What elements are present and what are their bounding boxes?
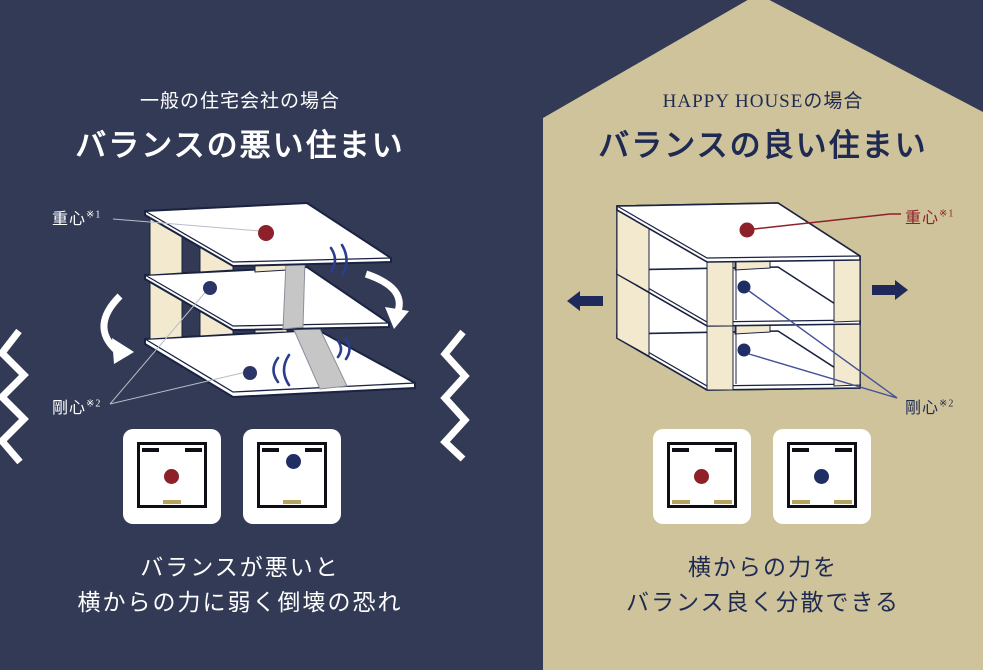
floor-plan	[137, 442, 207, 508]
balanced-structure-diagram	[567, 202, 908, 399]
gravity-note: ※1	[939, 208, 955, 220]
rigidity-dot-bottom	[737, 343, 751, 357]
brace-wall-bar	[283, 500, 301, 504]
wall-bar	[262, 448, 279, 452]
right-caption: 横からの力を バランス良く分散できる	[543, 550, 983, 620]
force-arrow-left-icon	[567, 291, 603, 311]
wall-bar	[142, 448, 159, 452]
shake-zigzag-center-icon	[440, 329, 470, 462]
rigidity-label-text: 剛心	[52, 400, 87, 417]
floor-plan	[257, 442, 327, 508]
gravity-note: ※1	[86, 209, 102, 221]
rotation-arrow-right-icon	[364, 270, 409, 329]
brace-wall-bar	[834, 500, 852, 504]
rigidity-dot	[814, 469, 829, 484]
right-caption-line1: 横からの力を	[688, 555, 838, 580]
wall-bar	[715, 448, 732, 452]
brace-wall-bar	[163, 500, 181, 504]
brace-wall-bar	[714, 500, 732, 504]
rotation-arrow-left-icon	[100, 293, 134, 364]
rigidity-dot-middle	[203, 281, 217, 295]
left-caption: バランスが悪いと 横からの力に弱く倒壊の恐れ	[0, 550, 480, 620]
gravity-label-text: 重心	[905, 210, 940, 227]
unbalanced-structure-diagram	[100, 201, 416, 405]
floor-plan-card-right-gravity	[653, 429, 751, 524]
left-rigidity-label: 剛心※2	[52, 394, 101, 418]
story1-columns	[616, 209, 861, 327]
force-arrow-right-icon	[872, 280, 908, 300]
rigidity-leader-lines	[748, 290, 898, 399]
floor-plan-card-right-rigidity	[773, 429, 871, 524]
gravity-dot	[694, 469, 709, 484]
left-gravity-label: 重心※1	[52, 205, 101, 229]
rigidity-note: ※2	[939, 398, 955, 410]
shear-brace-upper	[282, 258, 306, 330]
right-rigidity-label: 剛心※2	[905, 394, 954, 418]
gravity-label-text: 重心	[52, 211, 87, 228]
rigidity-dot-bottom	[243, 366, 257, 380]
floor-plan-card-left-gravity	[123, 429, 221, 524]
floor-plan-card-left-rigidity	[243, 429, 341, 524]
label-leader-lines	[109, 218, 261, 405]
left-caption-line1: バランスが悪いと	[140, 555, 340, 580]
wall-bar	[835, 448, 852, 452]
story2-columns	[616, 273, 861, 391]
rigidity-dot	[286, 454, 301, 469]
brace-wall-bar	[672, 500, 690, 504]
right-gravity-label: 重心※1	[905, 204, 954, 228]
rigidity-label-text: 剛心	[905, 400, 940, 417]
left-title: バランスの悪い住まい	[75, 128, 405, 163]
gravity-dot	[258, 225, 274, 241]
floor-slab-top	[616, 202, 861, 263]
left-caption-line2: 横からの力に弱く倒壊の恐れ	[77, 590, 403, 615]
wall-bar	[305, 448, 322, 452]
brace-wall-bar	[792, 500, 810, 504]
shake-zigzag-left-edge-icon	[0, 328, 29, 465]
right-caption-line2: バランス良く分散できる	[625, 590, 901, 615]
gravity-leader-line	[753, 213, 901, 230]
right-subtitle: HAPPY HOUSEの場合	[662, 91, 864, 112]
left-subtitle: 一般の住宅会社の場合	[139, 91, 340, 112]
wall-bar	[185, 448, 202, 452]
floor-plan	[667, 442, 737, 508]
rigidity-dot-middle	[737, 280, 751, 294]
rigidity-note: ※2	[86, 398, 102, 410]
wall-bar	[672, 448, 689, 452]
wall-bar	[792, 448, 809, 452]
gravity-dot	[164, 469, 179, 484]
floor-slab-bottom	[144, 328, 416, 399]
gravity-dot	[739, 222, 755, 238]
vibration-marks-icon	[272, 243, 351, 387]
right-title: バランスの良い住まい	[598, 128, 928, 163]
floor-plan	[787, 442, 857, 508]
